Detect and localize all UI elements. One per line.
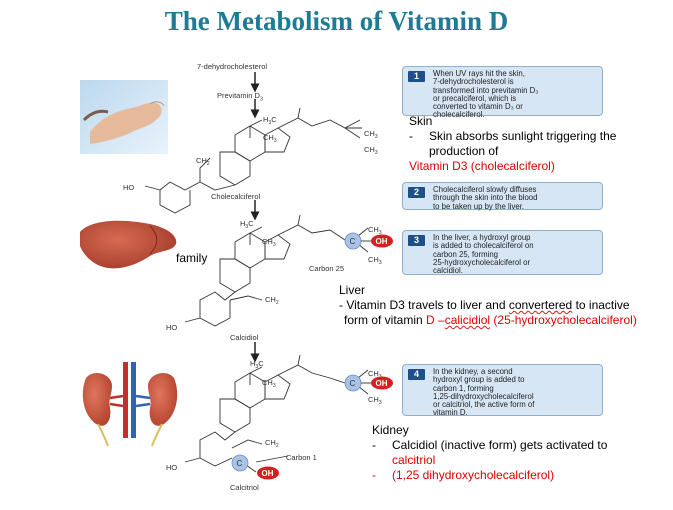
- svg-text:OH: OH: [376, 379, 388, 388]
- svg-text:CH3: CH3: [364, 129, 378, 140]
- carbon1-oh-badge: [257, 466, 279, 480]
- label-carbon-1: Carbon 1: [286, 453, 317, 462]
- svg-text:CH3: CH3: [368, 225, 382, 236]
- svg-text:CH3: CH3: [364, 145, 378, 156]
- kidney-line-3: -(1,25 dihydroxycholecalciferol): [372, 468, 555, 482]
- carbon25-oh-badge: [371, 234, 393, 248]
- kidney-note: Kidney -Calcidiol (inactive form) gets a…: [372, 423, 670, 483]
- skin-line-2: production of: [429, 144, 499, 158]
- step-number-2: 2: [408, 187, 425, 198]
- skin-note: Skin -Skin absorbs sunlight triggering t…: [409, 114, 669, 174]
- svg-text:H3C: H3C: [250, 359, 264, 370]
- svg-text:H3C: H3C: [240, 219, 254, 230]
- svg-text:CH3: CH3: [368, 395, 382, 406]
- step-box-1: 1 When UV rays hit the skin, 7-dehydroch…: [402, 66, 603, 119]
- h3c-label-1: H3C: [263, 115, 277, 126]
- calcitriol-structure: [184, 354, 369, 473]
- page-title: The Metabolism of Vitamin D: [164, 6, 509, 36]
- liver-note: Liver - Vitamin D3 travels to liver and …: [339, 283, 671, 328]
- svg-text:CH3: CH3: [368, 255, 382, 266]
- svg-text:C: C: [237, 459, 243, 468]
- step-box-2: 2 Cholecalciferol slowly diffuses throug…: [402, 182, 603, 210]
- family-label: family: [176, 251, 208, 265]
- skin-line-1: -Skin absorbs sunlight triggering the: [409, 129, 617, 143]
- ch3-label-1: CH3: [263, 133, 277, 144]
- liver-image: [80, 220, 177, 269]
- kidney-line-2: calcitriol: [392, 453, 436, 467]
- svg-text:HO: HO: [166, 323, 177, 332]
- svg-text:HO: HO: [123, 183, 134, 192]
- svg-text:CH3: CH3: [262, 378, 276, 389]
- step-box-3: 3 In the liver, a hydroxyl group is adde…: [402, 230, 603, 275]
- svg-text:CH2: CH2: [265, 295, 279, 306]
- svg-text:HO: HO: [166, 463, 177, 472]
- label-calcidiol: Calcidiol: [230, 333, 259, 342]
- liver-line-1: - Vitamin D3 travels to liver and conver…: [339, 298, 630, 312]
- carbon25-oh-badge-calcitriol: [371, 376, 393, 390]
- label-cholecalciferol: Cholecalciferol: [211, 192, 261, 201]
- skin-line-3: Vitamin D3 (cholecalciferol): [409, 159, 555, 173]
- svg-text:OH: OH: [376, 237, 388, 246]
- step-number-3: 3: [408, 235, 425, 246]
- label-carbon-25: Carbon 25: [309, 264, 345, 273]
- step-box-4: 4 In the kidney, a second hydroxyl group…: [402, 364, 603, 417]
- step-number-4: 4: [408, 369, 425, 380]
- skin-heading: Skin: [409, 114, 433, 128]
- svg-text:CH3: CH3: [262, 237, 276, 248]
- svg-text:CH2: CH2: [196, 156, 210, 167]
- label-calcitriol: Calcitriol: [230, 483, 259, 492]
- liver-heading: Liver: [339, 283, 366, 297]
- svg-text:CH2: CH2: [265, 438, 279, 449]
- face-photo: [80, 80, 168, 154]
- label-7-dehydrocholesterol: 7-dehydrocholesterol: [197, 62, 268, 71]
- label-previtamin-d3: Previtamin D3: [217, 91, 263, 103]
- kidney-heading: Kidney: [372, 423, 409, 437]
- svg-text:C: C: [350, 379, 356, 388]
- cholecalciferol-structure: [144, 107, 362, 214]
- kidney-line-1: -Calcidiol (inactive form) gets activate…: [372, 438, 608, 452]
- svg-text:OH: OH: [262, 469, 274, 478]
- carbon1-c-circle: [231, 454, 249, 472]
- step-number-1: 1: [408, 71, 425, 82]
- liver-line-2: form of vitamin D –calicidiol (25-hydrox…: [344, 313, 637, 327]
- svg-text:C: C: [350, 237, 356, 246]
- kidney-image: [82, 362, 178, 447]
